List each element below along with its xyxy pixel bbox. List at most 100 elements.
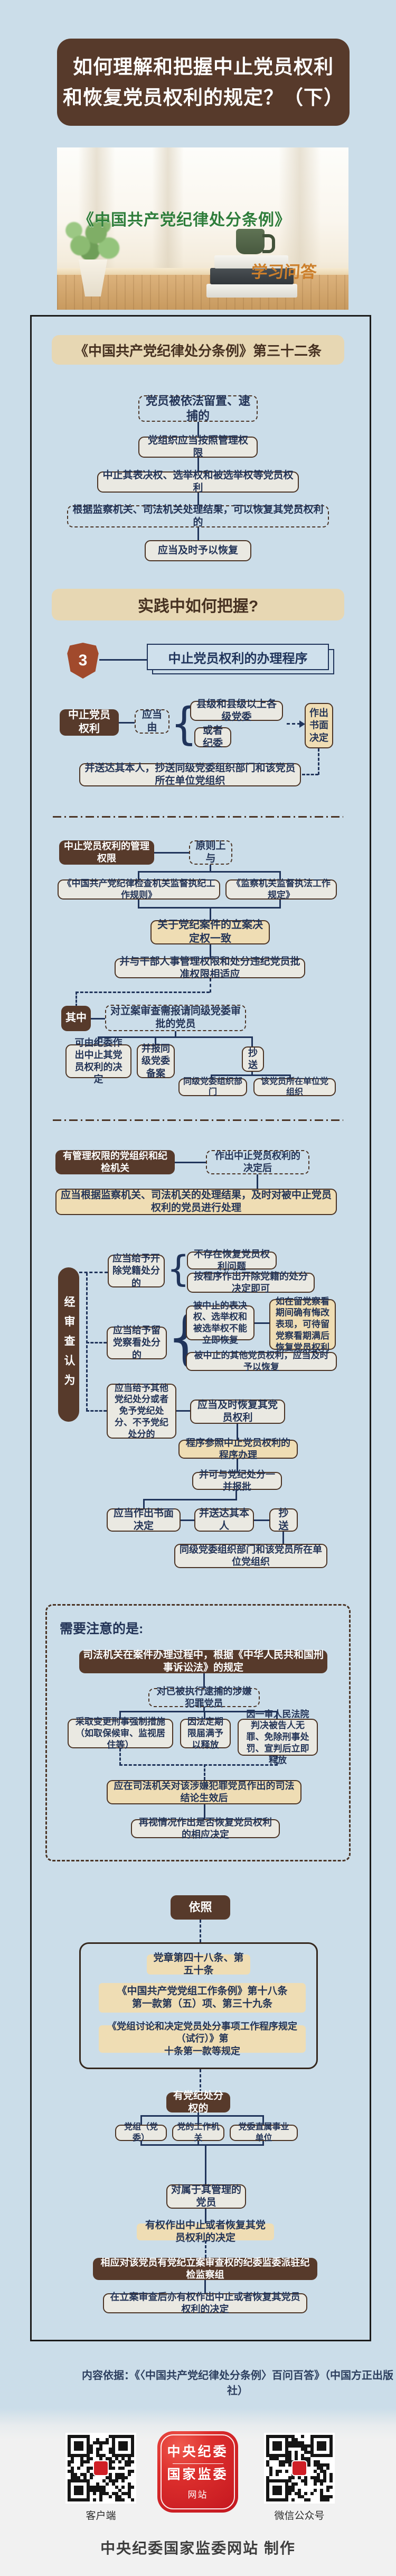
cup-handle xyxy=(262,234,275,253)
basis-group1: 党组（党委） xyxy=(115,2123,167,2143)
qr-module xyxy=(68,2444,71,2448)
qr-module xyxy=(314,2470,317,2473)
qr-module xyxy=(68,2463,71,2467)
connector-line xyxy=(175,1162,206,1163)
qr-module xyxy=(323,2463,326,2467)
qr-module xyxy=(314,2489,317,2492)
qr-module xyxy=(68,2482,71,2486)
qr-module xyxy=(329,2473,333,2476)
qr-module xyxy=(279,2479,282,2482)
qr-module xyxy=(99,2486,102,2489)
flowB-org-dept: 同级党委组织部门 xyxy=(178,1077,247,1097)
qr-module xyxy=(68,2454,71,2457)
qr-module xyxy=(320,2467,323,2470)
qr-module xyxy=(310,2448,314,2451)
qr-module xyxy=(329,2454,333,2457)
cover-photo: 《中国共产党纪律处分条例》 学习问答 xyxy=(57,147,348,310)
connector-line xyxy=(138,907,281,909)
qr-module xyxy=(118,2448,121,2451)
flowC-copy: 抄送 xyxy=(269,1508,298,1532)
dashed-connector xyxy=(76,992,77,1007)
qr-module xyxy=(121,2479,125,2482)
poster-title-line2: 和恢复党员权利的规定？（下） xyxy=(63,86,344,108)
flowC-deliver-person: 并送达其本人 xyxy=(194,1508,254,1532)
flowB-record: 并报同级党委备案 xyxy=(137,1043,175,1079)
qr-module xyxy=(291,2498,295,2501)
qr-module xyxy=(269,2457,272,2460)
qr-module xyxy=(279,2489,282,2492)
qr-module xyxy=(112,2441,115,2444)
qr-module xyxy=(269,2467,272,2470)
node-detained: 党员被依法留置、逮捕的 xyxy=(138,394,258,422)
qr-module xyxy=(128,2460,131,2463)
qr-module xyxy=(77,2448,80,2451)
section-divider xyxy=(53,816,343,818)
flowC-votes-not-restored: 被中止的表决权、选举权和被选举权不能立即恢复 xyxy=(186,1301,254,1345)
qr-module xyxy=(109,2448,112,2451)
qr-module xyxy=(115,2457,118,2460)
qr-module xyxy=(131,2438,134,2441)
qr-module xyxy=(121,2444,125,2448)
qr-module xyxy=(285,2482,288,2486)
qr-module xyxy=(301,2435,304,2438)
basis-who: 有党纪处分权的 xyxy=(166,2090,230,2114)
connector-line xyxy=(138,871,281,873)
qr-module xyxy=(285,2498,288,2501)
qr-module xyxy=(128,2457,131,2460)
qr-module xyxy=(99,2441,102,2444)
qr-module xyxy=(307,2498,310,2501)
qr-module xyxy=(109,2451,112,2454)
qr-module xyxy=(125,2441,128,2444)
qr-module xyxy=(279,2498,282,2501)
qr-module xyxy=(291,2476,295,2479)
qr-module xyxy=(310,2441,314,2444)
qr-module xyxy=(285,2460,288,2463)
qr-module xyxy=(301,2448,304,2451)
qr-module xyxy=(112,2454,115,2457)
connector-line xyxy=(197,422,199,437)
qr-module xyxy=(279,2492,282,2495)
qr-module xyxy=(291,2441,295,2444)
qr-module xyxy=(266,2482,269,2486)
connector-line xyxy=(210,907,211,920)
flowC-other-sanction-case: 应当给予其他党纪处分或者免予党纪处分、不予党纪处分的 xyxy=(107,1383,176,1439)
qr-module xyxy=(320,2492,323,2495)
qr-module xyxy=(112,2444,115,2448)
qr-module xyxy=(128,2454,131,2457)
qr-module xyxy=(323,2435,326,2438)
qr-module xyxy=(310,2438,314,2441)
qr-module xyxy=(314,2435,317,2438)
qr-module xyxy=(74,2489,77,2492)
qr-module xyxy=(272,2448,276,2451)
qr-module xyxy=(279,2486,282,2489)
dashed-connector xyxy=(200,2069,201,2092)
qr-module xyxy=(320,2441,323,2444)
qr-module xyxy=(102,2489,106,2492)
qr-module xyxy=(285,2457,288,2460)
qr-module xyxy=(83,2476,87,2479)
qr-module xyxy=(266,2498,269,2501)
qr-wechat-label: 微信公众号 xyxy=(274,2510,325,2522)
flowB-filing-power: 关于党纪案件的立案决定权一致 xyxy=(150,919,270,944)
note-result2: 再视情况作出是否恢复党员权利的相应决定 xyxy=(131,1817,280,1840)
qr-module xyxy=(71,2498,74,2501)
qr-module xyxy=(285,2435,288,2438)
qr-module xyxy=(77,2444,80,2448)
connector-line xyxy=(197,2115,199,2125)
qr-module xyxy=(87,2492,90,2495)
flowC-same-procedure: 程序参照中止党员权利的程序办理 xyxy=(178,1438,298,1460)
qr-module xyxy=(323,2470,326,2473)
qr-module xyxy=(118,2435,121,2438)
badge-line3: 网站 xyxy=(187,2489,208,2500)
qr-module xyxy=(295,2492,298,2495)
note-option2: 因法定期限届满予以释放 xyxy=(180,1717,231,1750)
flowB-unit-org: 该党员所在单位党组织 xyxy=(253,1077,336,1097)
connector-line xyxy=(237,1459,238,1472)
basis-group2: 党的工作机关 xyxy=(172,2123,224,2143)
qr-module xyxy=(109,2473,112,2476)
qr-module xyxy=(298,2476,301,2479)
qr-module xyxy=(285,2448,288,2451)
qr-module xyxy=(112,2451,115,2454)
section-title: 中止党员权利的办理程序 xyxy=(147,644,329,670)
connector-line xyxy=(254,1519,269,1521)
